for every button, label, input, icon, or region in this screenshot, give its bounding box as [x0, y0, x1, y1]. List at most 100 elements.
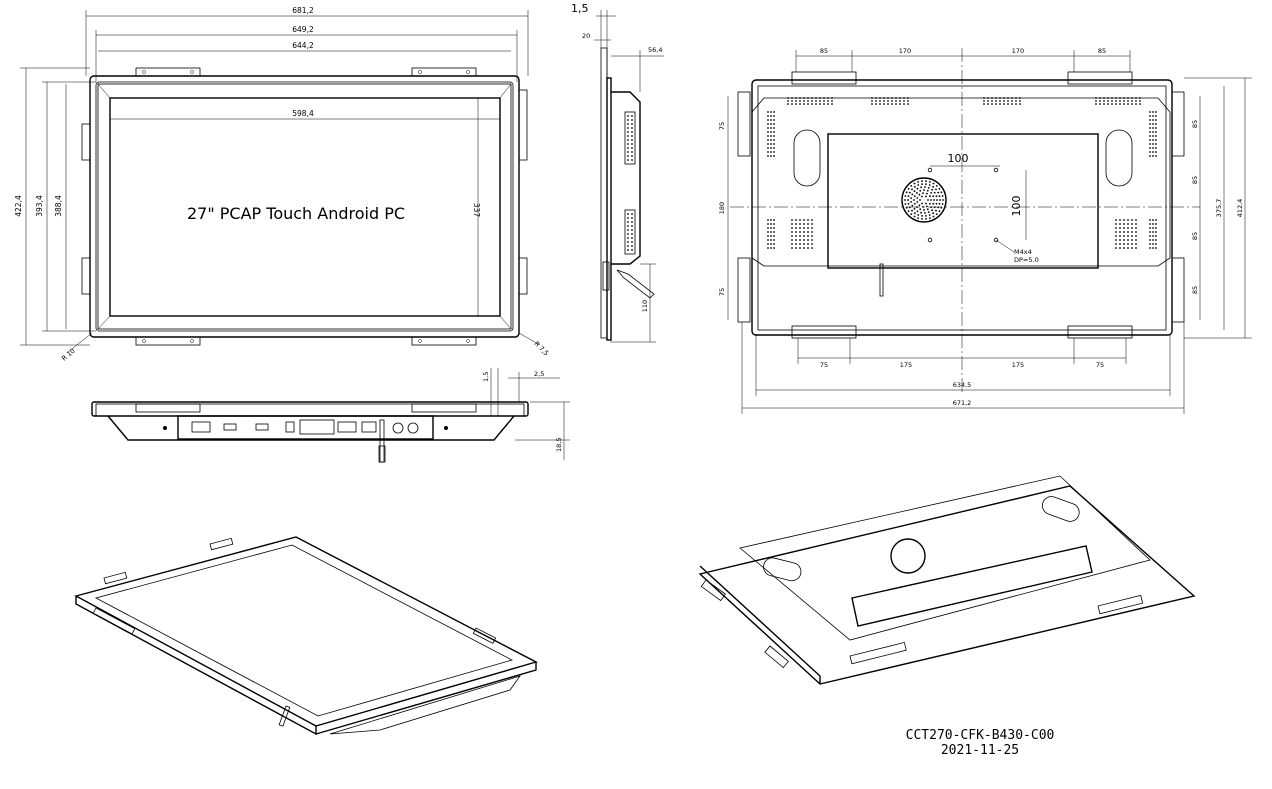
vent-dot: [1131, 103, 1133, 105]
vent-dot: [631, 147, 633, 149]
vent-dot: [1107, 103, 1109, 105]
vent-dot: [1149, 155, 1151, 157]
rear-top-dim-2: 170: [899, 47, 911, 55]
fan-hole: [926, 189, 929, 192]
isometric-front-view: [74, 536, 538, 736]
vent-dot: [799, 231, 801, 233]
fan-hole: [922, 192, 924, 195]
vent-dot: [799, 103, 801, 105]
vent-dot: [1155, 231, 1157, 233]
vent-dot: [831, 100, 833, 102]
vent-dot: [803, 227, 805, 229]
rear-bottom-dim-1: 75: [820, 361, 828, 369]
vent-dot: [803, 103, 805, 105]
vent-dot: [907, 103, 909, 105]
vent-dot: [1011, 103, 1013, 105]
vent-dot: [1003, 97, 1005, 99]
vent-dot: [1103, 103, 1105, 105]
vent-dot: [1152, 115, 1154, 117]
vent-dot: [631, 245, 633, 247]
vent-dot: [891, 100, 893, 102]
vent-dot: [773, 227, 775, 229]
vent-dot: [1131, 227, 1133, 229]
vent-dot: [773, 239, 775, 241]
vent-dot: [1111, 97, 1113, 99]
fan-hole: [914, 185, 916, 188]
vent-dot: [627, 225, 629, 227]
fan-hole: [907, 187, 910, 190]
vent-dot: [1155, 223, 1157, 225]
vent-dot: [1123, 243, 1125, 245]
vent-dot: [1135, 243, 1137, 245]
vent-dot: [767, 247, 769, 249]
vent-dot: [627, 119, 629, 121]
vent-dot: [807, 100, 809, 102]
fan-hole: [911, 193, 914, 196]
vent-dot: [1152, 111, 1154, 113]
fan-hole: [936, 199, 938, 201]
fan-hole: [930, 199, 932, 201]
fan-hole: [932, 215, 935, 218]
vent-dot: [791, 235, 793, 237]
fan-hole: [925, 202, 927, 205]
vent-dot: [1155, 111, 1157, 113]
rear-top-dim-3: 170: [1012, 47, 1024, 55]
dim-glass-width: 644,2: [292, 41, 314, 50]
vent-dot: [770, 155, 772, 157]
vent-dot: [1007, 103, 1009, 105]
vent-dot: [1155, 243, 1157, 245]
vent-dot: [895, 103, 897, 105]
rear-inner-width: 634,5: [953, 381, 972, 389]
vent-dot: [791, 219, 793, 221]
dim-active-width: 598,4: [292, 109, 314, 118]
vent-dot: [1127, 100, 1129, 102]
vent-dot: [1139, 100, 1141, 102]
vent-dot: [631, 151, 633, 153]
radius-right: R 7,5: [533, 340, 551, 358]
vent-dot: [1127, 223, 1129, 225]
vent-dot: [875, 97, 877, 99]
fan-hole: [913, 182, 916, 185]
vent-dot: [1119, 103, 1121, 105]
vent-dot: [883, 100, 885, 102]
vent-dot: [1149, 247, 1151, 249]
vent-dot: [627, 221, 629, 223]
fan-hole: [913, 199, 915, 201]
vent-dot: [773, 135, 775, 137]
vent-dot: [1149, 231, 1151, 233]
rear-right-dim-2: 85: [1191, 176, 1199, 184]
rear-top-dim-4: 85: [1098, 47, 1106, 55]
vent-dot: [991, 100, 993, 102]
fan-grille: [904, 180, 944, 220]
vent-dot: [795, 97, 797, 99]
vent-dot: [1111, 103, 1113, 105]
vent-dot: [799, 247, 801, 249]
vent-dot: [787, 103, 789, 105]
vent-dot: [987, 97, 989, 99]
vent-dot: [811, 219, 813, 221]
vent-dot: [807, 239, 809, 241]
fan-hole: [913, 207, 916, 210]
fan-hole: [907, 210, 910, 213]
vent-dot: [627, 233, 629, 235]
vent-dot: [1111, 100, 1113, 102]
vent-dot: [815, 100, 817, 102]
vent-dot: [795, 231, 797, 233]
vent-dot: [1115, 239, 1117, 241]
vent-dot: [895, 100, 897, 102]
vent-dot: [1123, 100, 1125, 102]
vent-dot: [767, 235, 769, 237]
vent-dot: [631, 115, 633, 117]
vent-dot: [807, 219, 809, 221]
vent-dot: [811, 227, 813, 229]
vent-dot: [999, 97, 1001, 99]
vent-dot: [770, 219, 772, 221]
fan-hole: [911, 209, 913, 212]
vent-dot: [799, 235, 801, 237]
vent-dot: [1127, 231, 1129, 233]
vent-dot: [879, 97, 881, 99]
vent-dot: [1155, 127, 1157, 129]
vent-dot: [1107, 100, 1109, 102]
vent-dot: [770, 127, 772, 129]
fan-hole: [940, 191, 943, 194]
